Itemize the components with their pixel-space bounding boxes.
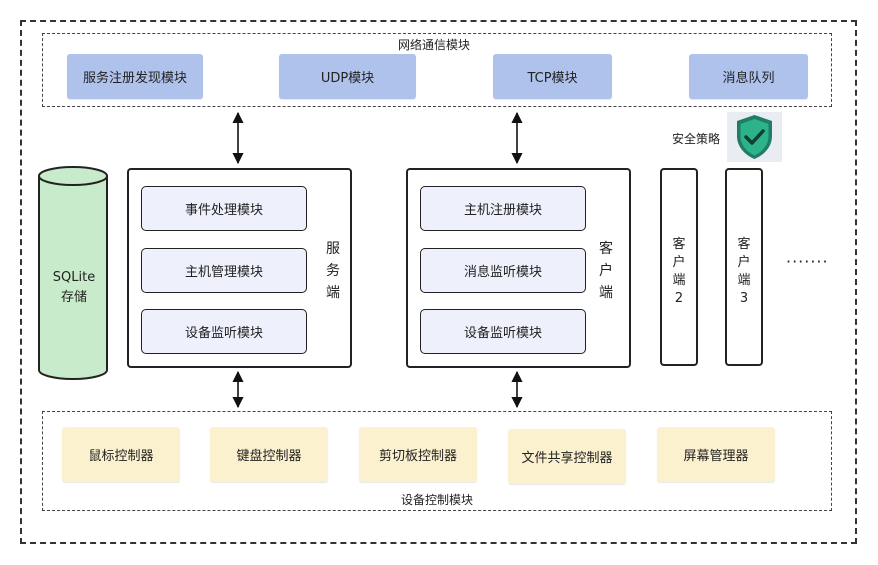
message-listener-module: 消息监听模块 [420,248,586,293]
server-label-char: 务 [326,263,340,279]
message-queue-module: 消息队列 [689,54,808,99]
client-3-char: 3 [739,291,749,306]
client-2-char: 2 [674,291,684,306]
sqlite-storage-label: SQLite 存储 [39,268,109,308]
device-group-title: 设备控制模块 [401,493,474,507]
sqlite-cylinder [38,166,108,380]
device-control-group [42,411,832,511]
screen-manager: 屏幕管理器 [657,427,775,482]
client-label-char: 客 [599,241,613,257]
host-registration-module: 主机注册模块 [420,186,586,231]
mouse-controller: 鼠标控制器 [62,427,180,482]
network-group-title: 网络通信模块 [398,38,471,52]
client-label-char: 端 [599,285,613,301]
client-2-char: 端 [672,273,686,288]
client-3-char: 端 [737,273,751,288]
server-label-char: 端 [326,285,340,301]
network-communication-group [42,33,832,107]
client-2-char: 户 [672,255,686,270]
client-3-box: 客 户 端 3 [725,168,763,366]
host-management-module: 主机管理模块 [141,248,307,293]
client-2-box: 客 户 端 2 [660,168,698,366]
client-3-label: 客 户 端 3 [727,236,761,308]
event-handling-module: 事件处理模块 [141,186,307,231]
storage-line-2: 存储 [60,290,87,305]
client-2-char: 客 [672,237,686,252]
client-label: 客 户 端 [597,238,615,304]
server-label-char: 服 [326,241,340,257]
client-3-char: 客 [737,237,751,252]
shield-check-icon [727,112,782,162]
client-2-label: 客 户 端 2 [662,236,696,308]
storage-line-1: SQLite [52,270,96,285]
client-label-char: 户 [599,263,613,279]
security-policy-label: 安全策略 [672,132,721,146]
server-device-listener-module: 设备监听模块 [141,309,307,354]
client-panel: 主机注册模块 消息监听模块 设备监听模块 客 户 端 [406,168,631,368]
server-label: 服 务 端 [324,238,342,304]
file-sharing-controller: 文件共享控制器 [508,429,626,484]
clipboard-controller: 剪切板控制器 [359,427,477,482]
client-device-listener-module: 设备监听模块 [420,309,586,354]
client-3-char: 户 [737,255,751,270]
tcp-module: TCP模块 [493,54,612,99]
udp-module: UDP模块 [279,54,416,99]
system-architecture-frame [20,20,857,544]
keyboard-controller: 键盘控制器 [210,427,328,482]
more-clients-ellipsis: ······· [786,252,829,271]
server-panel: 事件处理模块 主机管理模块 设备监听模块 服 务 端 [127,168,352,368]
service-discovery-module: 服务注册发现模块 [67,54,203,99]
